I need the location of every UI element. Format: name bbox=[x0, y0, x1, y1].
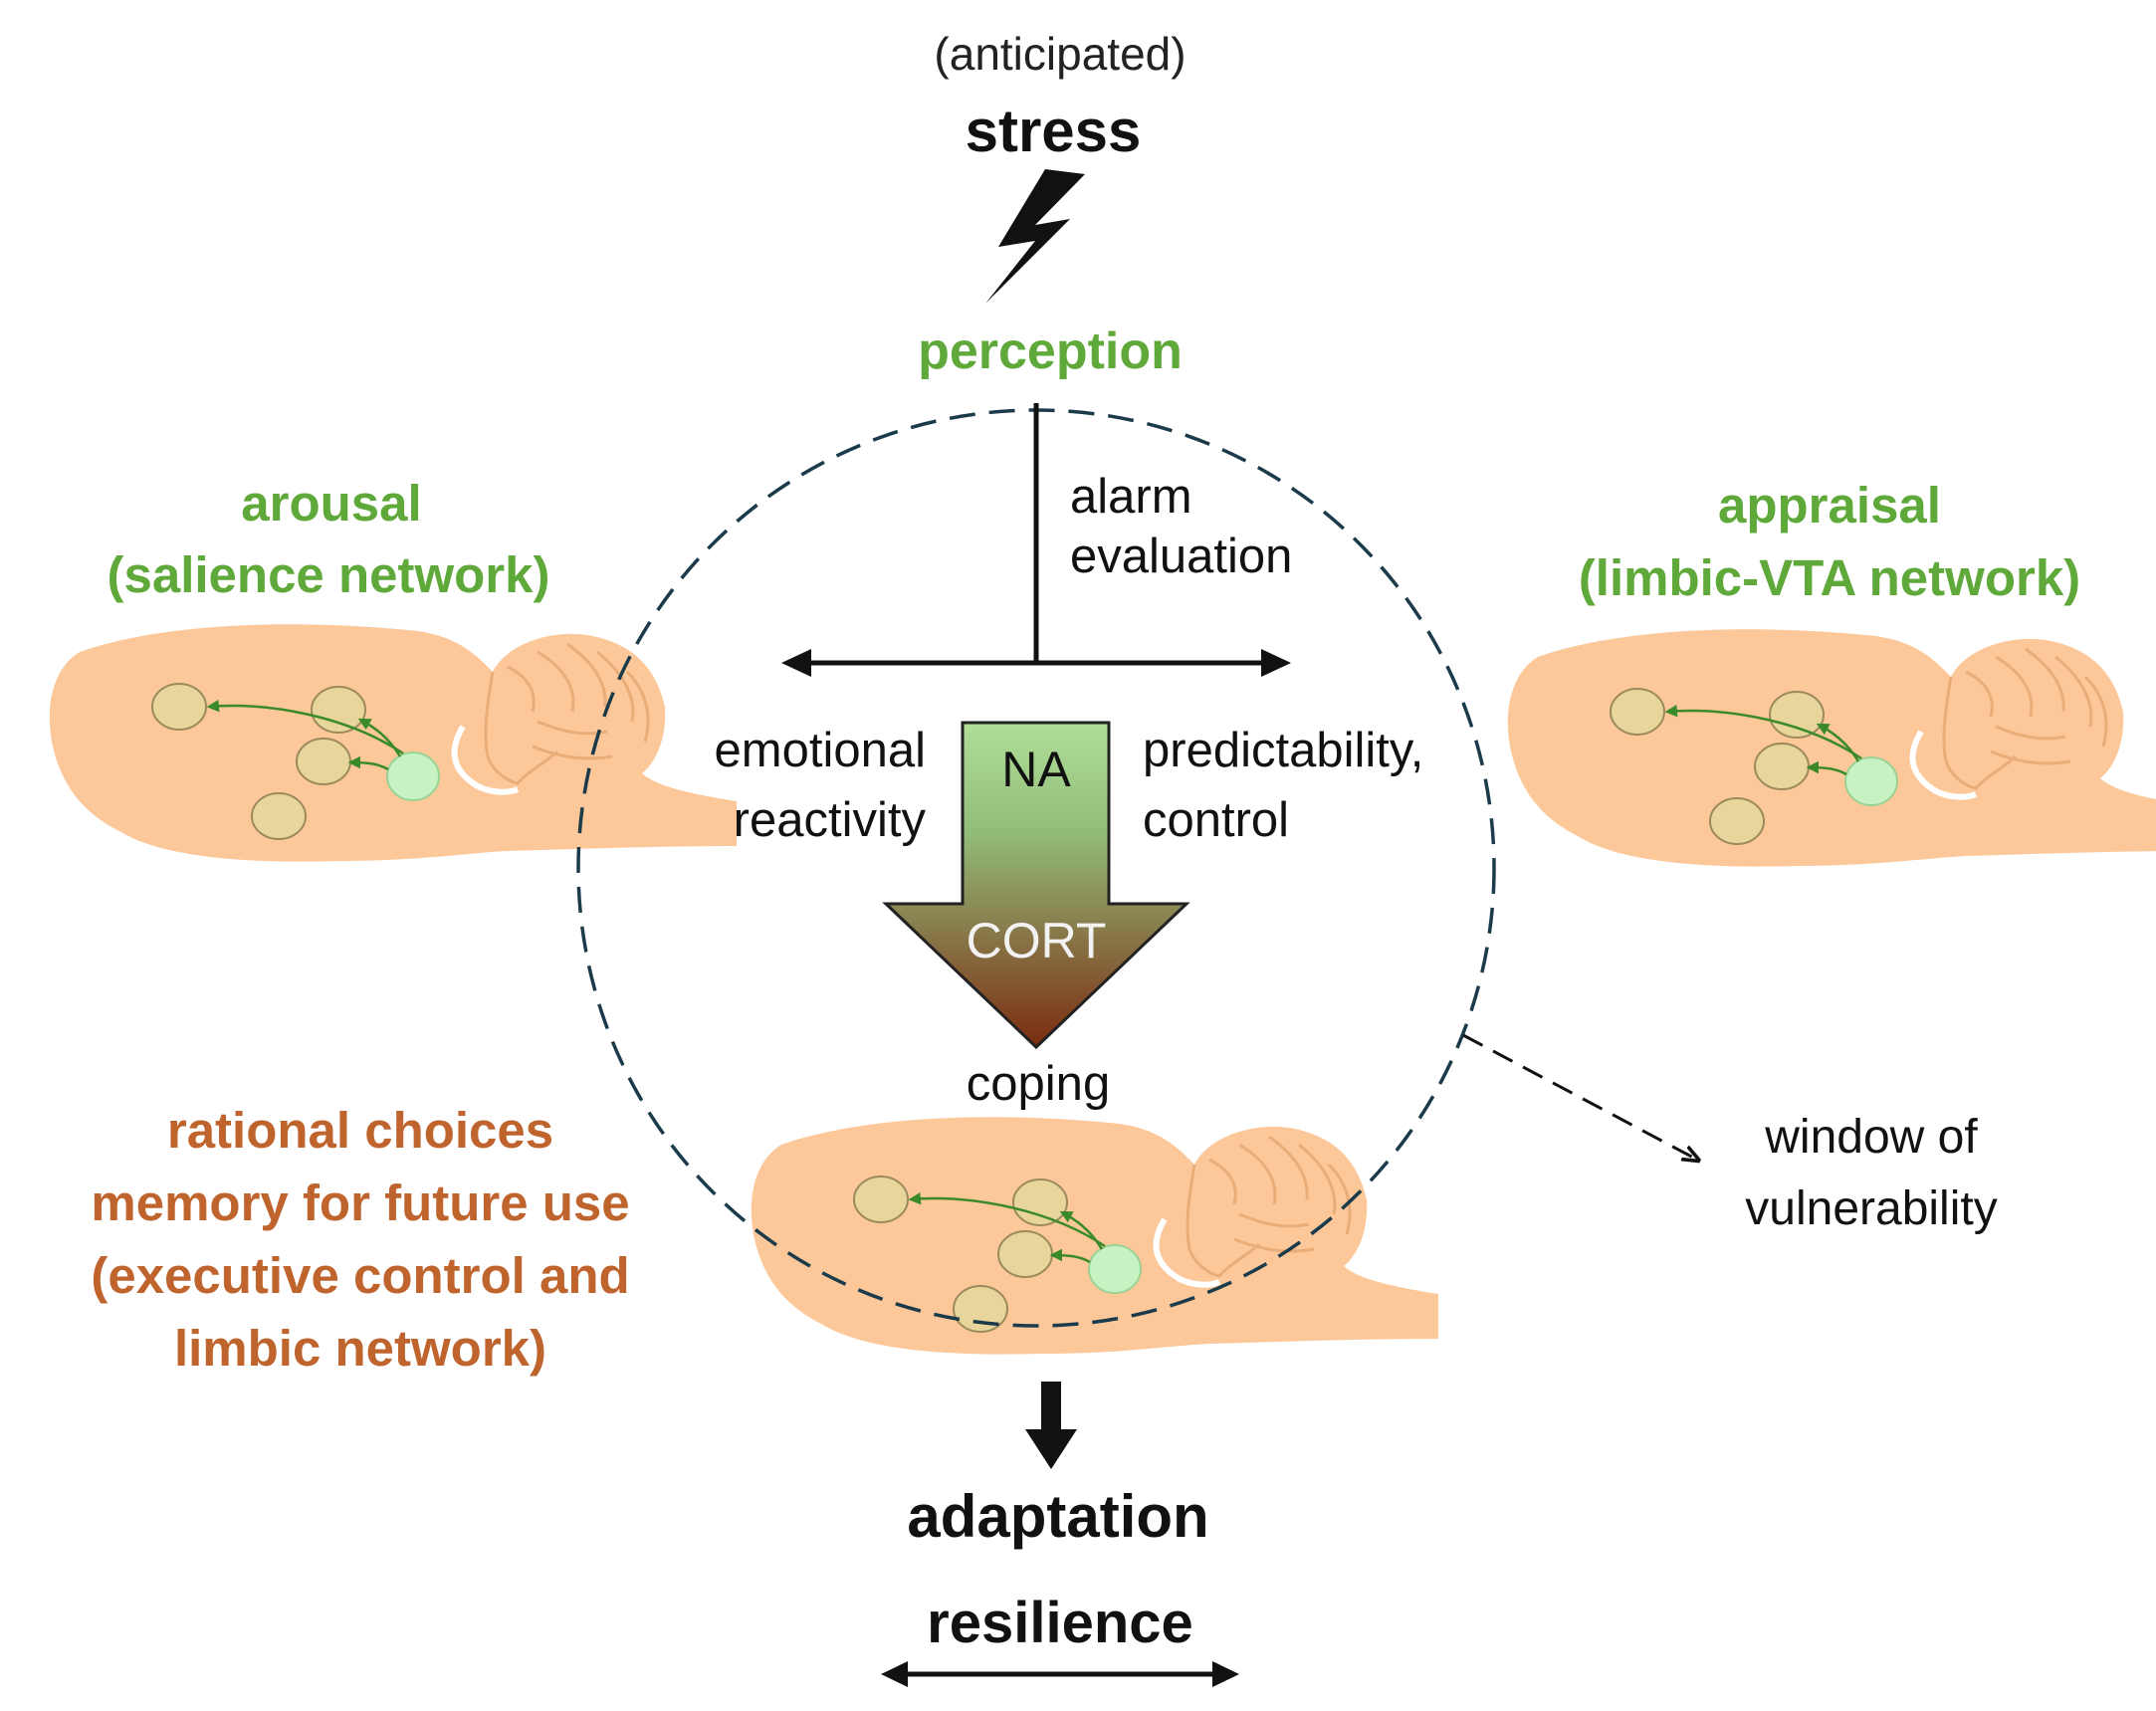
brain-appraisal-icon bbox=[1508, 629, 2156, 866]
control-label: control bbox=[1143, 793, 1289, 847]
cort-label: CORT bbox=[967, 913, 1107, 968]
adaptation-arrow-shaft bbox=[1041, 1382, 1061, 1431]
resilience-label: resilience bbox=[927, 1591, 1193, 1655]
alarm-label: alarm bbox=[1070, 470, 1192, 524]
emotional-label: emotional bbox=[715, 724, 926, 777]
adaptation-arrow-icon bbox=[1025, 1429, 1077, 1469]
memory-future-use-label: memory for future use bbox=[91, 1175, 629, 1231]
perception-label: perception bbox=[918, 322, 1183, 380]
executive-control-label: (executive control and bbox=[91, 1247, 629, 1304]
vulnerability-arrow bbox=[1462, 1033, 1697, 1160]
arousal-label: arousal bbox=[241, 475, 421, 532]
stress-label: stress bbox=[966, 98, 1142, 164]
coping-label: coping bbox=[967, 1057, 1110, 1111]
salience-network-label: (salience network) bbox=[108, 546, 550, 603]
predictability-label: predictability, bbox=[1143, 724, 1423, 777]
na-cort-arrow bbox=[882, 721, 1190, 1050]
window-of-label: window of bbox=[1764, 1111, 1978, 1164]
vulnerability-label: vulnerability bbox=[1745, 1182, 1997, 1235]
resilience-arrow-left-icon bbox=[881, 1661, 908, 1687]
resilience-arrow-right-icon bbox=[1212, 1661, 1239, 1687]
brain-coping-icon bbox=[752, 1117, 1438, 1354]
na-label: NA bbox=[1001, 742, 1071, 797]
evaluation-arrow-right-icon bbox=[1261, 649, 1291, 677]
evaluation-label: evaluation bbox=[1070, 530, 1292, 583]
limbic-vta-network-label: (limbic-VTA network) bbox=[1579, 549, 2080, 606]
lightning-icon bbox=[985, 169, 1085, 304]
rational-choices-label: rational choices bbox=[167, 1102, 553, 1159]
reactivity-label: reactivity bbox=[734, 793, 927, 847]
appraisal-label: appraisal bbox=[1718, 477, 1941, 534]
anticipated-label: (anticipated) bbox=[934, 28, 1186, 80]
evaluation-arrow-left-icon bbox=[781, 649, 811, 677]
adaptation-label: adaptation bbox=[907, 1483, 1208, 1550]
brain-arousal-icon bbox=[50, 624, 737, 861]
limbic-network-label: limbic network) bbox=[174, 1320, 546, 1377]
